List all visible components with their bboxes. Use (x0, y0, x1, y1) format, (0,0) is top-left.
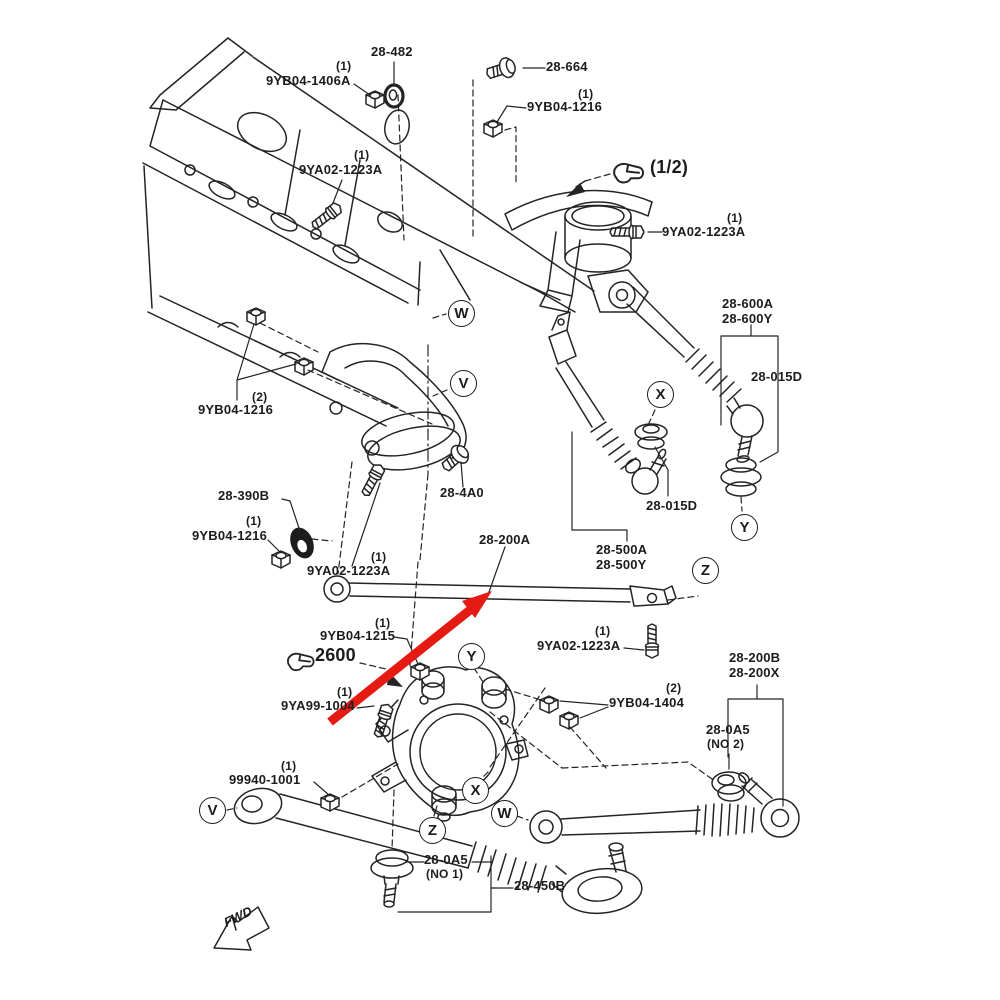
part-label: 28-4A0 (440, 485, 484, 500)
bolt-icon (358, 461, 388, 499)
part-label: 9YB04-1406A (266, 73, 351, 88)
qty-label: (1) (281, 759, 297, 773)
part-label: 28-0A5 (706, 722, 750, 737)
qty-label: (1) (371, 550, 387, 564)
qty-label: (1) (336, 59, 352, 73)
washer-icon (383, 83, 405, 109)
clip-icon (287, 652, 315, 672)
bolt-icon (609, 224, 645, 240)
part-label: 28-600A (722, 296, 774, 311)
part-label: 9YA99-1004 (281, 698, 355, 713)
part-label: 9YA02-1223A (537, 638, 621, 653)
highlight-arrow (327, 591, 492, 726)
qty-label: (1) (727, 211, 743, 225)
nut-icon (410, 662, 430, 681)
qty-label: (1) (246, 514, 262, 528)
qty-label: (1) (337, 685, 353, 699)
part-label: 9YA02-1223A (299, 162, 383, 177)
part-label: 9YB04-1216 (198, 402, 273, 417)
nut-icon (559, 711, 579, 730)
callout-v: V (450, 370, 477, 397)
lower-arm-28-450B (233, 787, 643, 915)
lateral-rod-28-200A (323, 575, 677, 607)
callout-y: Y (731, 514, 758, 541)
bolt-icon (370, 701, 396, 740)
qty-label: (1) (578, 87, 594, 101)
part-label: 9YB04-1216 (527, 99, 602, 114)
screw-icon (483, 54, 519, 85)
part-label: 9YB04-1216 (192, 528, 267, 543)
nut-icon (294, 357, 314, 376)
callout-w: W (491, 800, 518, 827)
upper-link-28-600A (626, 286, 764, 497)
bolt-icon (644, 623, 660, 659)
part-label: 9YA02-1223A (662, 224, 746, 239)
part-label: 9YB04-1404 (609, 695, 684, 710)
frame-arch-bracket (321, 342, 467, 471)
ref-label: 2600 (315, 645, 356, 665)
fwd-arrow (213, 906, 270, 951)
part-label: 28-600Y (722, 311, 773, 326)
nut-icon (246, 307, 266, 326)
callout-x: X (647, 381, 674, 408)
qty-label: (2) (252, 390, 268, 404)
part-label: 28-200X (729, 665, 780, 680)
part-label: 28-390B (218, 488, 270, 503)
qty-label: (NO 1) (426, 867, 464, 881)
part-label: 28-450B (514, 878, 566, 893)
nut-icon (539, 695, 559, 714)
ref-label: (1/2) (650, 157, 689, 177)
part-label: 99940-1001 (229, 772, 301, 787)
link-28-500A (548, 311, 668, 495)
callout-y: Y (458, 643, 485, 670)
callout-x: X (462, 777, 489, 804)
part-label: 28-200A (479, 532, 531, 547)
part-label: 28-500Y (596, 557, 647, 572)
upper-mount (504, 189, 653, 313)
leader-lines (236, 61, 784, 913)
part-label: 28-482 (371, 44, 413, 59)
toe-link-28-200B (529, 771, 800, 844)
qty-label: (1) (595, 624, 611, 638)
part-label: 9YB04-1215 (320, 628, 395, 643)
knuckle (371, 666, 529, 822)
dashed-lines (226, 79, 743, 851)
callout-w: W (448, 300, 475, 327)
clip-icon (613, 163, 645, 184)
nut-icon (483, 119, 503, 138)
subframe-crossmember (142, 37, 595, 427)
part-label: 28-015D (646, 498, 698, 513)
ref-arrowhead (566, 183, 585, 197)
qty-label: (1) (375, 616, 391, 630)
callout-v: V (199, 797, 226, 824)
part-label: 28-664 (546, 59, 588, 74)
qty-label: (1) (354, 148, 370, 162)
bolt-icon (308, 199, 345, 233)
bushing-28-0A5-no1 (370, 849, 414, 908)
nut-icon (320, 793, 340, 812)
part-label: 28-500A (596, 542, 648, 557)
part-label: 9YA02-1223A (307, 563, 391, 578)
nut-icon (271, 550, 291, 569)
part-label: 28-015D (751, 369, 803, 384)
callout-z: Z (692, 557, 719, 584)
part-label: 28-200B (729, 650, 781, 665)
part-label: 28-0A5 (424, 852, 468, 867)
qty-label: (2) (666, 681, 682, 695)
callout-z: Z (419, 817, 446, 844)
qty-label: (NO 2) (707, 737, 745, 751)
